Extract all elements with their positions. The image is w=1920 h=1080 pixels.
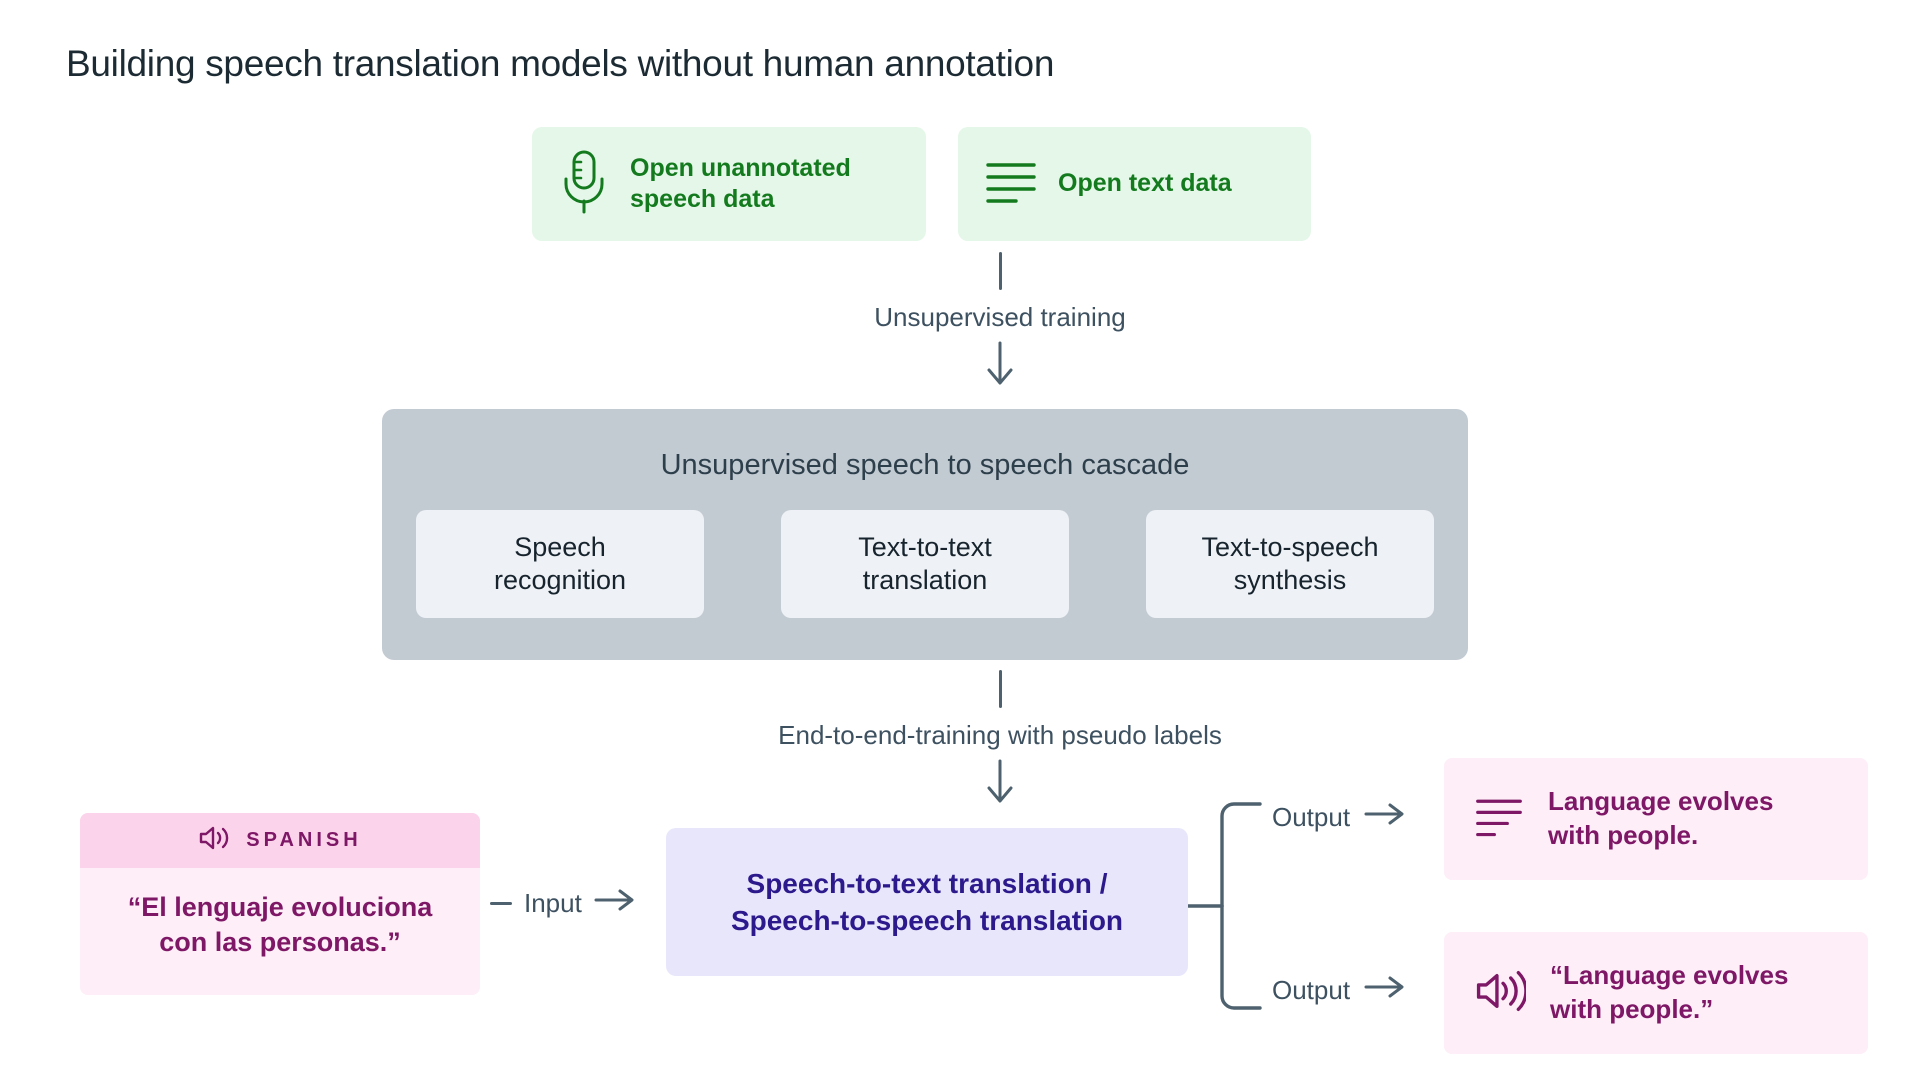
brace-connector — [1186, 800, 1280, 1017]
connector-stem — [998, 670, 1002, 708]
cascade-card-text-to-speech-synthesis: Text-to-speech synthesis — [1146, 510, 1434, 618]
output-card-speech: “Language evolves with people.” — [1444, 932, 1868, 1054]
text-lines-icon — [984, 155, 1038, 214]
input-sample-header: SPANISH — [80, 813, 480, 868]
cascade-card-text-to-text-translation: Text-to-text translation — [781, 510, 1069, 618]
edge-label: Input — [524, 888, 582, 918]
output-card-text: Language evolves with people. — [1444, 758, 1868, 880]
edge-input: Input — [490, 888, 636, 919]
connector-label: Unsupervised training — [874, 302, 1126, 332]
output-text: Language evolves with people. — [1548, 786, 1774, 850]
arrow-right-icon — [594, 888, 636, 919]
edge-label: Output — [1272, 802, 1351, 832]
edge-output-speech: Output — [1272, 975, 1406, 1006]
microphone-icon — [558, 149, 610, 220]
cascade-card-row: Speech recognition Text-to-text translat… — [416, 510, 1434, 618]
input-sample-card-spanish: SPANISH “El lenguaje evoluciona con las … — [80, 813, 480, 995]
source-box-open-unannotated-speech-data: Open unannotated speech data — [532, 127, 926, 241]
arrow-down-icon — [983, 341, 1017, 391]
source-box-open-text-data: Open text data — [958, 127, 1311, 241]
speaker-wave-icon — [1474, 969, 1528, 1018]
input-sample-quote: “El lenguaje evoluciona con las personas… — [127, 892, 433, 957]
source-label: Open text data — [1058, 169, 1232, 198]
arrow-right-icon — [1364, 975, 1406, 1006]
cascade-title: Unsupervised speech to speech cascade — [660, 449, 1190, 481]
connector-label: End-to-end-training with pseudo labels — [778, 720, 1222, 750]
connector-end-to-end-training: End-to-end-training with pseudo labels — [625, 670, 1375, 809]
output-text: “Language evolves with people.” — [1550, 960, 1789, 1024]
edge-dash — [490, 902, 512, 905]
input-language-label: SPANISH — [246, 829, 362, 851]
page-title: Building speech translation models witho… — [66, 43, 1055, 84]
connector-stem — [998, 252, 1002, 290]
model-box-speech-translation: Speech-to-text translation / Speech-to-s… — [666, 828, 1188, 976]
connector-unsupervised-training: Unsupervised training — [700, 252, 1300, 391]
cascade-card-speech-recognition: Speech recognition — [416, 510, 704, 618]
source-label: Open unannotated speech data — [630, 153, 851, 213]
arrow-down-icon — [983, 759, 1017, 809]
edge-label: Output — [1272, 975, 1351, 1005]
speaker-wave-icon — [198, 824, 232, 857]
cascade-panel: Unsupervised speech to speech cascade Sp… — [382, 409, 1468, 660]
arrow-right-icon — [1364, 802, 1406, 833]
edge-output-text: Output — [1272, 802, 1406, 833]
text-lines-icon — [1474, 792, 1524, 847]
